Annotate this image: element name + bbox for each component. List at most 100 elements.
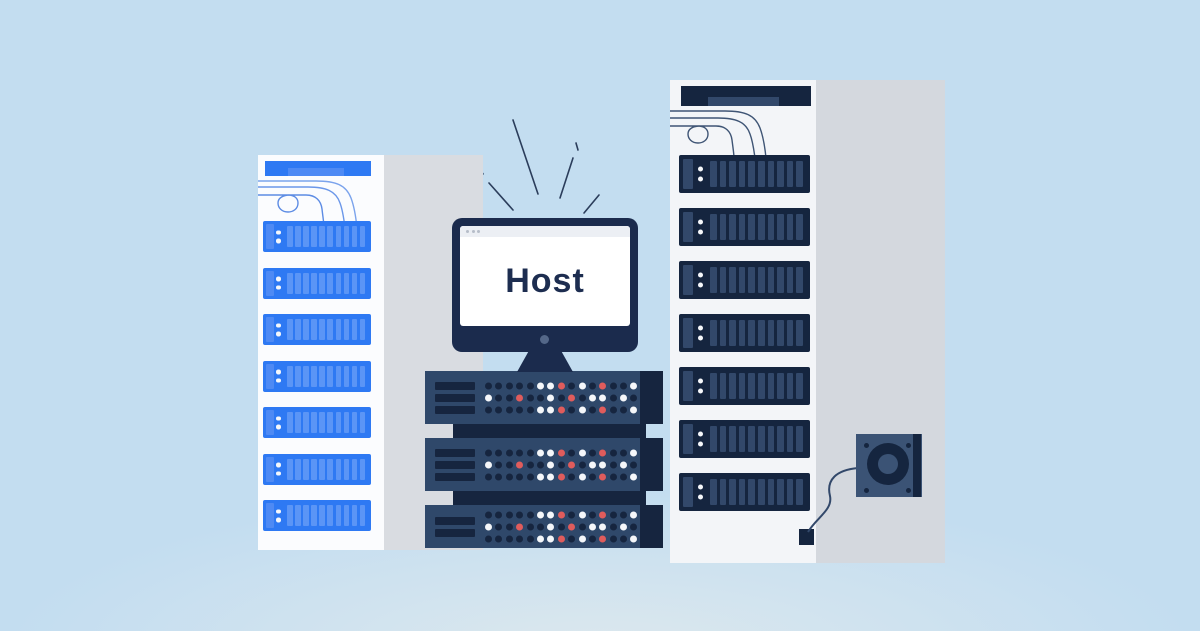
vent-bar <box>435 448 475 457</box>
server-vent-bars <box>435 516 475 537</box>
drive-slat <box>287 365 293 387</box>
led-dot <box>588 406 596 413</box>
drive-slat <box>767 161 775 187</box>
drive-slat <box>796 161 803 187</box>
drive-slat <box>327 505 334 526</box>
led-dot <box>578 394 586 401</box>
drive-slat <box>719 320 727 346</box>
drive-slat <box>757 320 765 346</box>
drive-slat <box>777 214 784 240</box>
rack-plug-port <box>799 529 814 545</box>
led-dot <box>557 382 565 389</box>
led-dot <box>485 461 492 468</box>
vent-bar <box>435 528 475 537</box>
drive-side-strip <box>683 318 693 348</box>
left-rack-header-inner-bar <box>288 168 344 176</box>
drive-slat <box>343 365 350 387</box>
led-dot <box>620 394 628 401</box>
blue-drive-unit <box>263 314 371 345</box>
blue-drive-unit <box>263 500 371 531</box>
drive-slat <box>303 319 309 340</box>
drive-slat <box>295 458 301 480</box>
drive-slat <box>335 226 342 247</box>
drive-slat <box>719 161 727 187</box>
led-dot <box>276 424 281 429</box>
led-dot <box>485 523 492 530</box>
led-dot <box>536 461 544 468</box>
led-dot <box>599 394 607 401</box>
led-dot <box>630 461 638 468</box>
drive-slat <box>796 320 803 346</box>
drive-slat <box>311 505 317 526</box>
drive-slat <box>343 226 350 247</box>
led-dot <box>557 535 565 542</box>
drive-led-group <box>698 219 703 235</box>
led-dot <box>495 394 503 401</box>
led-dot <box>568 523 576 530</box>
drive-slat <box>738 320 746 346</box>
led-dot <box>557 523 565 530</box>
drive-slat <box>729 373 736 399</box>
led-dot <box>609 461 617 468</box>
drive-slat-group <box>287 319 366 340</box>
drive-slat <box>777 479 784 505</box>
vent-bar <box>435 516 475 525</box>
led-dot <box>557 449 565 456</box>
navy-drive-unit <box>679 208 810 246</box>
led-dot <box>536 382 544 389</box>
led-dot <box>516 406 524 413</box>
drive-side-strip <box>266 363 274 389</box>
led-dot <box>568 511 576 518</box>
fan-side-strip <box>913 434 921 497</box>
led-dot <box>276 285 281 290</box>
drive-slat <box>748 320 755 346</box>
drive-slat <box>796 267 803 293</box>
led-dot <box>516 382 524 389</box>
server-stack <box>425 371 663 548</box>
led-dot <box>620 523 628 530</box>
led-dot <box>620 535 628 542</box>
drive-slat-group <box>287 412 366 433</box>
drive-slat <box>729 267 736 293</box>
led-dot <box>526 511 534 518</box>
drive-slat <box>327 319 334 340</box>
led-dot <box>578 461 586 468</box>
drive-slat <box>287 226 293 247</box>
drive-slat <box>767 320 775 346</box>
led-dot <box>698 219 703 225</box>
vent-bar <box>435 393 475 402</box>
drive-slat <box>343 272 350 294</box>
drive-slat <box>710 214 717 240</box>
drive-slat <box>319 226 325 247</box>
drive-side-strip <box>266 410 274 435</box>
led-dot <box>516 523 524 530</box>
drive-slat <box>335 272 342 294</box>
led-dot <box>557 511 565 518</box>
led-dot <box>698 335 703 341</box>
window-dot-icon <box>471 230 475 233</box>
led-dot <box>630 523 638 530</box>
host-label: Host <box>505 262 585 300</box>
led-dot <box>578 473 586 480</box>
stack-server-unit <box>425 505 663 548</box>
drive-slat <box>319 412 325 433</box>
led-dot <box>599 406 607 413</box>
led-dot <box>588 394 596 401</box>
led-dot <box>568 461 576 468</box>
drive-side-strip <box>683 424 693 454</box>
drive-slat <box>335 412 342 433</box>
led-dot <box>698 229 703 235</box>
drive-slat <box>757 161 765 187</box>
led-dot <box>495 535 503 542</box>
led-dot <box>547 523 555 530</box>
led-dot <box>505 406 513 413</box>
led-dot <box>276 331 281 336</box>
drive-slat <box>335 365 342 387</box>
drive-slat <box>319 319 325 340</box>
led-dot <box>547 449 555 456</box>
navy-drive-unit <box>679 261 810 299</box>
navy-drive-unit <box>679 155 810 193</box>
stack-server-unit <box>425 371 663 424</box>
led-dot <box>599 382 607 389</box>
